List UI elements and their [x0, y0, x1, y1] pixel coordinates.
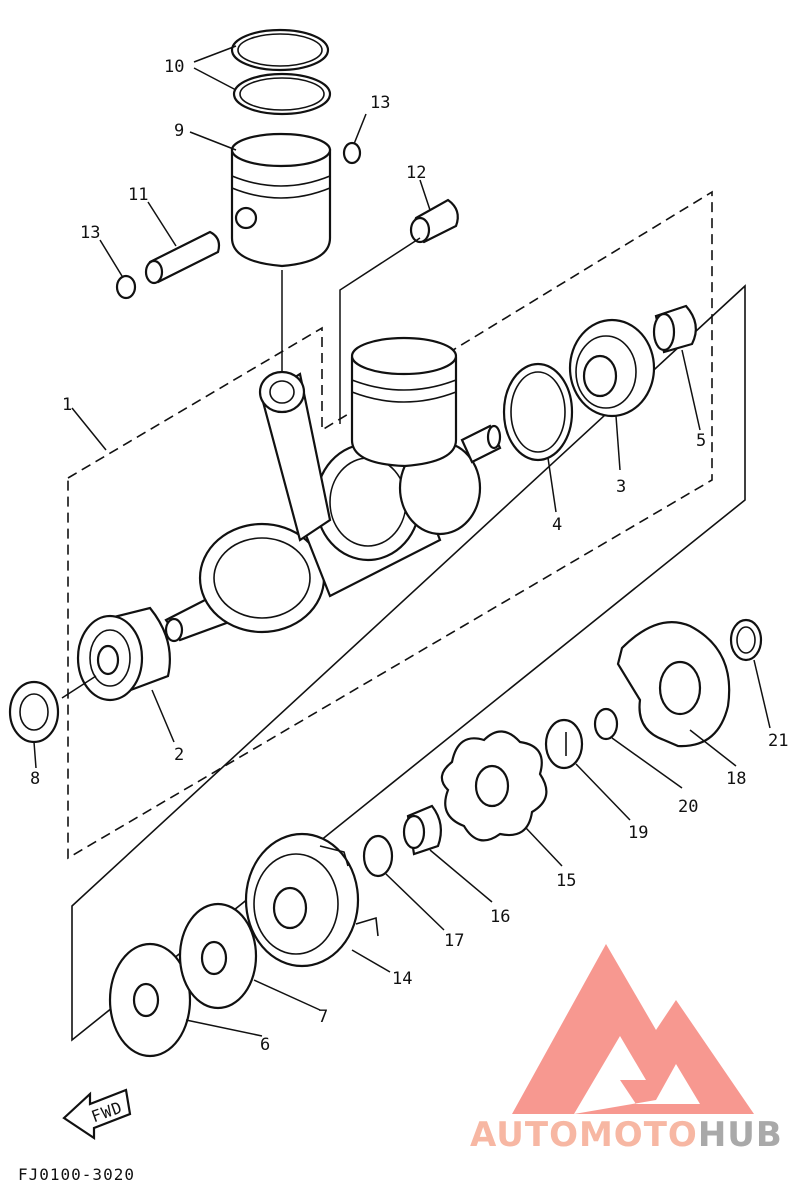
rubber-damper [440, 730, 548, 842]
small-end-bearing [409, 198, 459, 244]
callout-6: 6 [260, 1035, 270, 1055]
callout-2: 2 [174, 745, 184, 765]
bushing [652, 304, 697, 354]
callout-17: 17 [444, 931, 464, 951]
oil-seal [8, 680, 60, 744]
figure-code: FJ0100-3020 [18, 1165, 135, 1184]
callout-15: 15 [556, 871, 576, 891]
circlip-left [115, 274, 137, 300]
callout-20: 20 [678, 797, 698, 817]
thrust-washer [108, 942, 192, 1058]
leader-lines [33, 45, 771, 1037]
svg-text:AUTOMOTOHUB: AUTOMOTOHUB [470, 1115, 783, 1155]
callout-13-upper: 13 [370, 93, 390, 113]
piston-rings [230, 28, 332, 116]
callout-21: 21 [768, 731, 788, 751]
magneto-assembly-outline [71, 284, 746, 1042]
forward-arrow: FWD [62, 1088, 132, 1141]
callout-1: 1 [62, 395, 72, 415]
o-ring [362, 834, 394, 878]
main-bearing-right [568, 318, 656, 418]
callout-18: 18 [726, 769, 746, 789]
drive-coupling [616, 621, 731, 748]
watermark-prefix: AUTOMOTO [470, 1115, 698, 1155]
callout-12: 12 [406, 163, 426, 183]
callout-9: 9 [174, 121, 184, 141]
callout-labels: 1 2 3 4 5 6 7 8 9 10 11 12 13 13 14 15 1… [30, 57, 788, 1055]
callout-5: 5 [696, 431, 706, 451]
watermark-logo: AUTOMOTOHUB [470, 944, 783, 1155]
crankshaft [164, 336, 502, 643]
piston-pin [144, 230, 221, 285]
o-ring-small [593, 707, 619, 741]
callout-4: 4 [552, 515, 562, 535]
coupling-housing [244, 832, 379, 968]
callout-7: 7 [318, 1007, 328, 1027]
callout-8: 8 [30, 769, 40, 789]
main-bearing-left [76, 606, 171, 702]
crankshaft-assembly-boundary [67, 190, 713, 860]
seal-plate [178, 902, 258, 1010]
collar [544, 718, 584, 770]
washer-small [729, 618, 763, 662]
callout-10: 10 [164, 57, 184, 77]
retainer-ring [502, 362, 574, 462]
watermark-logo-mark [512, 944, 754, 1114]
callout-11: 11 [128, 185, 148, 205]
callout-19: 19 [628, 823, 648, 843]
callout-16: 16 [490, 907, 510, 927]
callout-3: 3 [616, 477, 626, 497]
callout-14: 14 [392, 969, 412, 989]
spring-sleeve [402, 804, 443, 856]
watermark-suffix: HUB [698, 1115, 783, 1155]
callout-13-lower: 13 [80, 223, 100, 243]
circlip-right [342, 141, 362, 165]
piston [230, 132, 332, 268]
